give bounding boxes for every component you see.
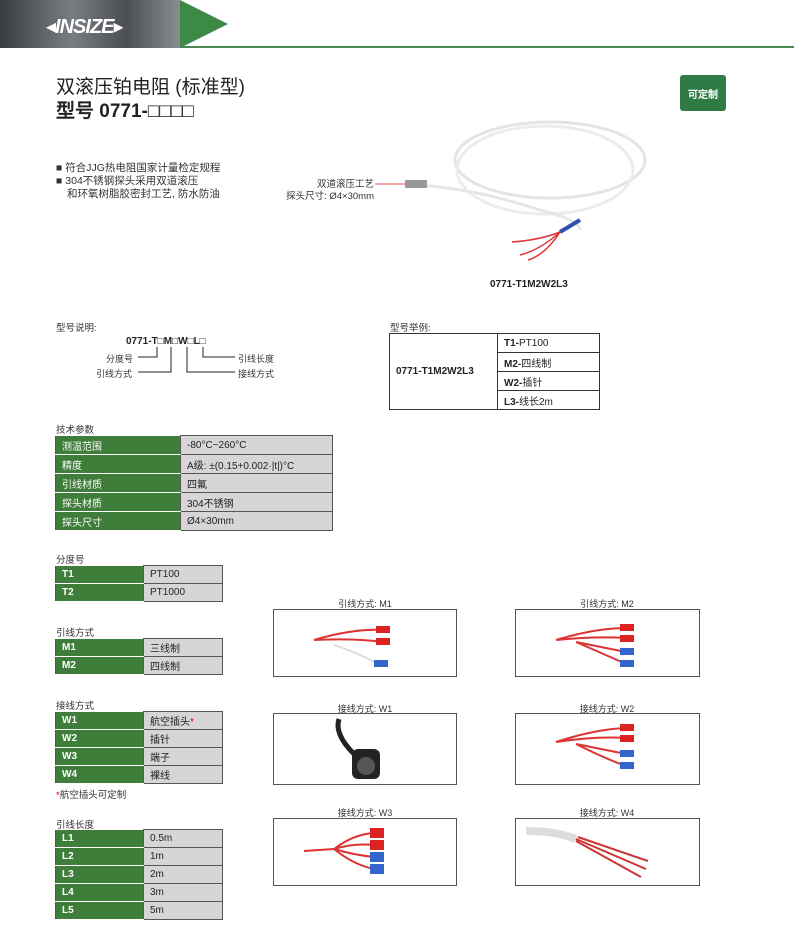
image-w2 xyxy=(515,713,700,785)
table-value-cell: 航空插头* xyxy=(143,711,223,730)
example-row: T1-PT100 xyxy=(497,333,600,353)
example-code: 0771-T1M2W2L3 xyxy=(389,333,498,410)
table-key-cell: 探头尺寸 xyxy=(55,511,181,531)
example-row: M2-四线制 xyxy=(497,352,600,372)
image-w1 xyxy=(273,713,457,785)
table-key-cell: M2 xyxy=(55,656,144,675)
table-key-cell: 引线材质 xyxy=(55,473,181,493)
table-value-cell: 端子 xyxy=(143,747,223,766)
caption-w3: 接线方式: W3 xyxy=(337,808,393,818)
part-graduation: 分度号 xyxy=(106,354,134,364)
wiring-note: *航空插头可定制 xyxy=(56,790,127,801)
banner-chevron xyxy=(180,0,228,48)
product-photo xyxy=(375,120,647,261)
caption-w4: 接线方式: W4 xyxy=(579,808,635,818)
table-key-cell: W1 xyxy=(55,711,144,730)
caption-m2: 引线方式: M2 xyxy=(580,599,634,609)
brand-logo: ◂INSIZE▸ xyxy=(46,16,124,38)
page-title: 双滚压铂电阻 (标准型) xyxy=(56,77,245,98)
feature-item: 304不锈钢探头采用双道滚压 xyxy=(65,175,199,187)
banner-image xyxy=(0,0,180,48)
table-key-cell: 精度 xyxy=(55,454,181,474)
model-example-table: 0771-T1M2W2L3 T1-PT100 M2-四线制 W2-插针 L3-线… xyxy=(389,333,600,410)
feature-item: 符合JJG热电阻国家计量检定规程 xyxy=(65,162,221,174)
caption-m1: 引线方式: M1 xyxy=(338,599,392,609)
table-key-cell: L4 xyxy=(55,883,144,902)
feature-list: ■ 符合JJG热电阻国家计量检定规程 ■ 304不锈钢探头采用双道滚压 和环氧树… xyxy=(56,162,221,200)
header-banner: ◂INSIZE▸ xyxy=(0,0,794,48)
table-key-cell: 测温范围 xyxy=(55,435,181,455)
table-value-cell: -80°C~260°C xyxy=(180,435,333,455)
table-key-cell: W4 xyxy=(55,765,144,784)
table-value-cell: 四线制 xyxy=(143,656,223,675)
model-diagram-lines xyxy=(138,347,235,373)
lead-length-label: 引线长度 xyxy=(56,820,95,831)
table-value-cell: 3m xyxy=(143,883,223,902)
model-title: 型号 0771-□□□□ xyxy=(56,101,194,122)
wiring-label: 接线方式 xyxy=(56,701,95,712)
feature-item: 和环氧树脂胶密封工艺, 防水防油 xyxy=(67,188,220,200)
part-lead-length: 引线长度 xyxy=(238,354,275,364)
table-key-cell: L5 xyxy=(55,901,144,920)
table-value-cell: 2m xyxy=(143,865,223,884)
table-value-cell: 三线制 xyxy=(143,638,223,657)
table-value-cell: 裸线 xyxy=(143,765,223,784)
table-value-cell: PT1000 xyxy=(143,583,223,602)
model-code: 0771-T□M□W□L□ xyxy=(126,336,206,347)
table-value-cell: 304不锈钢 xyxy=(180,492,333,512)
image-w3 xyxy=(273,818,457,886)
table-key-cell: W3 xyxy=(55,747,144,766)
image-m2 xyxy=(515,609,700,677)
banner-line xyxy=(180,46,794,48)
image-m1 xyxy=(273,609,457,677)
lead-mode-label: 引线方式 xyxy=(56,628,95,639)
photo-caption: 0771-T1M2W2L3 xyxy=(490,279,568,290)
caption-w2: 接线方式: W2 xyxy=(579,704,635,714)
table-key-cell: T1 xyxy=(55,565,144,584)
table-value-cell: 5m xyxy=(143,901,223,920)
customizable-badge: 可定制 xyxy=(680,75,726,111)
table-key-cell: L1 xyxy=(55,829,144,848)
caption-w1: 接线方式: W1 xyxy=(337,704,393,714)
table-key-cell: L3 xyxy=(55,865,144,884)
table-value-cell: PT100 xyxy=(143,565,223,584)
table-value-cell: Ø4×30mm xyxy=(180,511,333,531)
model-example-label: 型号举例: xyxy=(390,323,431,334)
table-key-cell: M1 xyxy=(55,638,144,657)
part-wiring: 接线方式 xyxy=(238,369,275,379)
table-value-cell: A级: ±(0.15+0.002·|t|)°C xyxy=(180,454,333,474)
table-value-cell: 四氟 xyxy=(180,473,333,493)
example-row: L3-线长2m xyxy=(497,390,600,410)
image-w4 xyxy=(515,818,700,886)
part-lead-mode: 引线方式 xyxy=(96,369,133,379)
table-value-cell: 插针 xyxy=(143,729,223,748)
table-key-cell: L2 xyxy=(55,847,144,866)
example-row: W2-插针 xyxy=(497,371,600,391)
graduation-label: 分度号 xyxy=(56,555,85,566)
callout-rolling: 双道滚压工艺 xyxy=(316,179,374,190)
table-key-cell: T2 xyxy=(55,583,144,602)
table-key-cell: W2 xyxy=(55,729,144,748)
table-key-cell: 探头材质 xyxy=(55,492,181,512)
model-explain-label: 型号说明: xyxy=(56,323,97,334)
specs-label: 技术参数 xyxy=(56,425,95,436)
table-value-cell: 0.5m xyxy=(143,829,223,848)
callout-size: 探头尺寸: Ø4×30mm xyxy=(286,191,374,202)
table-value-cell: 1m xyxy=(143,847,223,866)
